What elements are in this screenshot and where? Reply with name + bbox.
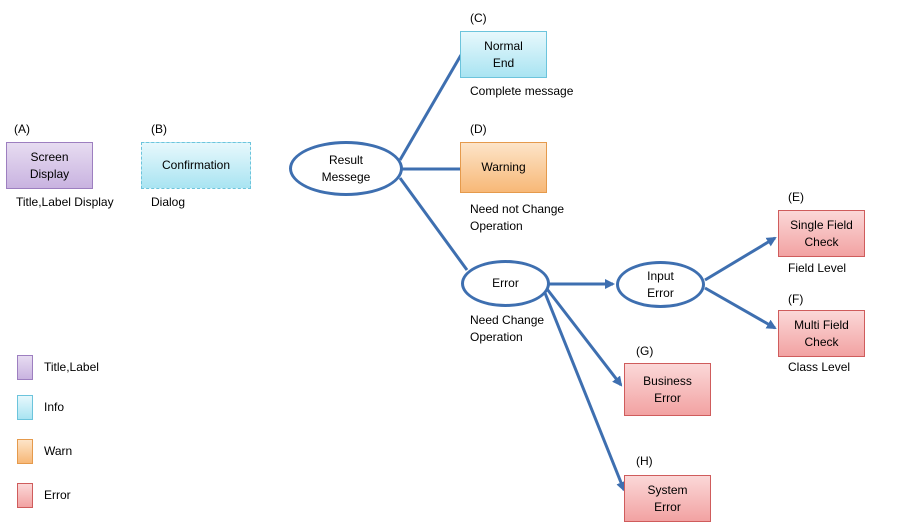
normal-end-caption: Complete message xyxy=(470,84,574,98)
arrow-error-to-system-error xyxy=(543,292,626,492)
node-b-tag: (B) xyxy=(151,122,167,136)
legend-swatch-warn xyxy=(17,439,33,464)
result-message-oval: Result Messege xyxy=(289,141,403,196)
legend-label-error: Error xyxy=(44,488,71,502)
node-d-tag: (D) xyxy=(470,122,487,136)
node-g-tag: (G) xyxy=(636,344,654,358)
confirmation-caption: Dialog xyxy=(151,195,186,209)
line-result-to-normal-end xyxy=(398,54,463,161)
screen-display-caption: Title,Label Display xyxy=(16,195,114,209)
business-error-box: Business Error xyxy=(624,363,711,416)
arrow-input-error-to-multi-field xyxy=(704,286,777,330)
warning-box: Warning xyxy=(460,142,547,193)
error-caption: Need Change Operation xyxy=(470,313,545,344)
legend-swatch-info xyxy=(17,395,33,420)
legend-swatch-error xyxy=(17,483,33,508)
screen-display-box: Screen Display xyxy=(6,142,93,189)
confirmation-box: Confirmation xyxy=(141,142,251,189)
node-c-tag: (C) xyxy=(470,11,487,25)
node-a-tag: (A) xyxy=(14,122,30,136)
node-e-tag: (E) xyxy=(788,190,804,204)
legend-swatch-title-label xyxy=(17,355,33,380)
node-f-tag: (F) xyxy=(788,292,804,306)
single-field-check-caption: Field Level xyxy=(788,261,847,275)
legend-label-warn: Warn xyxy=(44,444,73,458)
legend-label-title-label: Title,Label xyxy=(44,360,99,374)
warning-caption: Need not Change Operation xyxy=(470,202,565,233)
multi-field-check-box: Multi Field Check xyxy=(778,310,865,357)
error-oval: Error xyxy=(461,260,550,307)
arrow-input-error-to-single-field xyxy=(704,236,777,282)
node-h-tag: (H) xyxy=(636,454,653,468)
input-error-oval: Input Error xyxy=(616,261,705,308)
arrow-error-to-business-error xyxy=(545,288,623,387)
multi-field-check-caption: Class Level xyxy=(788,360,851,374)
normal-end-box: Normal End xyxy=(460,31,547,78)
line-result-to-error xyxy=(398,177,469,271)
system-error-box: System Error xyxy=(624,475,711,522)
legend-label-info: Info xyxy=(44,400,65,414)
single-field-check-box: Single Field Check xyxy=(778,210,865,257)
